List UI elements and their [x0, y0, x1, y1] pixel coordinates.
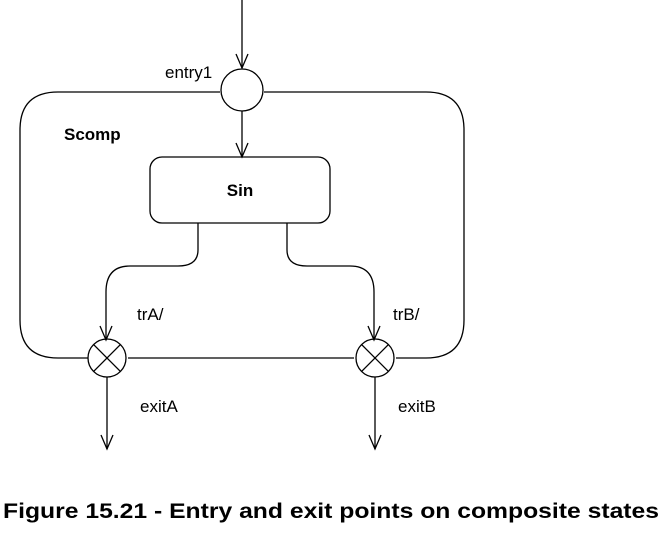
exit-point-a-label: exitA	[140, 397, 178, 416]
entry-point-entry1	[220, 68, 264, 112]
incoming-arrowhead	[235, 53, 249, 70]
figure-caption: Figure 15.21 - Entry and exit points on …	[3, 499, 659, 523]
exita-outgoing-arrowhead	[100, 434, 114, 451]
entry-point-label: entry1	[165, 63, 212, 82]
composite-state-scomp	[19, 91, 465, 359]
transition-tra-arrowhead	[99, 325, 113, 342]
transition-trb-label: trB/	[393, 305, 420, 324]
exit-point-exita	[87, 338, 127, 378]
transition-trb	[286, 223, 375, 340]
transition-tra	[105, 223, 199, 340]
substate-sin	[149, 156, 331, 224]
exit-point-b-label: exitB	[398, 397, 436, 416]
exit-point-exitb	[355, 338, 395, 378]
composite-state-label: Scomp	[64, 125, 121, 144]
transition-tra-label: trA/	[137, 305, 164, 324]
exitb-outgoing-arrowhead	[368, 434, 382, 451]
substate-label: Sin	[227, 181, 253, 200]
transition-trb-arrowhead	[367, 325, 381, 342]
